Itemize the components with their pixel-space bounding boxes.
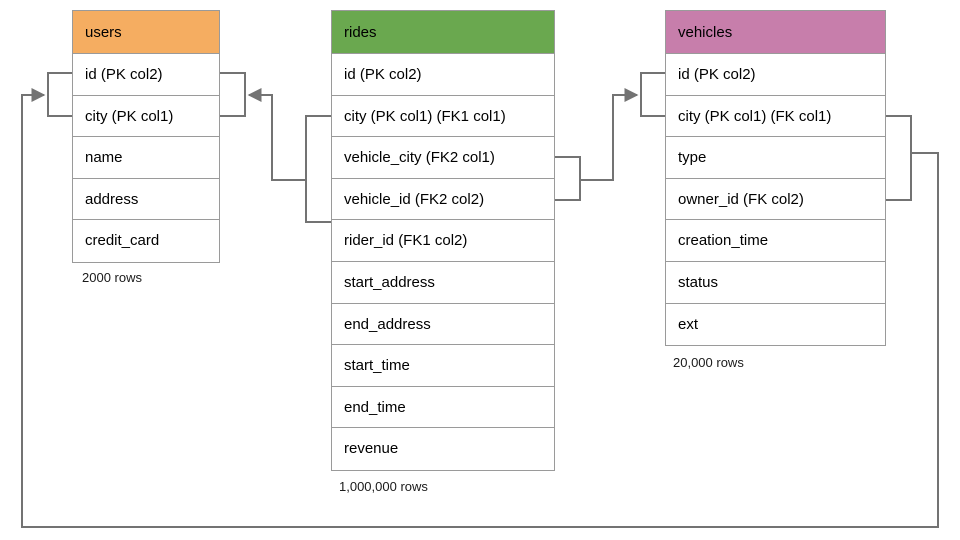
table-rides-field-id[interactable]: id (PK col2) [332,54,554,96]
table-rides-field-end-time[interactable]: end_time [332,387,554,429]
table-vehicles-field-city[interactable]: city (PK col1) (FK col1) [666,96,885,138]
edge-vehicles-left-bracket [640,72,665,117]
table-rides-field-revenue[interactable]: revenue [344,440,399,458]
table-rides-field-vehicle-city[interactable]: vehicle_city (FK2 col1) [332,137,554,179]
table-rides[interactable]: rides id (PK col2) city (PK col1) (FK1 c… [331,10,555,471]
edge-rides-left-bracket [305,115,331,223]
edge-users-right-bracket [220,72,246,117]
table-rides-field-rider-id[interactable]: rider_id (FK1 col2) [332,220,554,262]
table-users-field-address[interactable]: address [73,179,219,221]
table-vehicles-field-id[interactable]: id (PK col2) [666,54,885,96]
table-rides-field-start-address[interactable]: start_address [332,262,554,304]
table-users-field-city[interactable]: city (PK col1) [73,96,219,138]
edge-rides-to-vehicles [580,88,639,181]
table-vehicles-field-ext[interactable]: ext [678,315,699,333]
table-users-header: users [73,11,219,54]
edge-users-left-bracket [47,72,72,117]
table-users-field-name[interactable]: name [73,137,219,179]
table-vehicles-field-status[interactable]: status [666,262,885,304]
edge-rides-to-users [247,88,306,181]
table-rides-field-vehicle-id[interactable]: vehicle_id (FK2 col2) [332,179,554,221]
table-users-row-count: 2000 rows [82,270,142,285]
table-vehicles-field-creation-time[interactable]: creation_time [666,220,885,262]
table-vehicles-row-count: 20,000 rows [673,355,744,370]
table-users-field-credit-card[interactable]: credit_card [85,232,160,250]
table-vehicles-field-type[interactable]: type [666,137,885,179]
table-users-field-id[interactable]: id (PK col2) [73,54,219,96]
table-users[interactable]: users id (PK col2) city (PK col1) name a… [72,10,220,263]
table-vehicles-field-owner-id[interactable]: owner_id (FK col2) [666,179,885,221]
table-vehicles[interactable]: vehicles id (PK col2) city (PK col1) (FK… [665,10,886,347]
edge-rides-right-bracket [555,156,581,201]
table-vehicles-header: vehicles [666,11,885,54]
table-rides-field-city[interactable]: city (PK col1) (FK1 col1) [332,96,554,138]
table-rides-field-end-address[interactable]: end_address [332,304,554,346]
table-rides-header: rides [332,11,554,54]
edge-vehicles-right-bracket [886,115,912,201]
table-rides-row-count: 1,000,000 rows [339,479,428,494]
table-rides-field-start-time[interactable]: start_time [332,345,554,387]
